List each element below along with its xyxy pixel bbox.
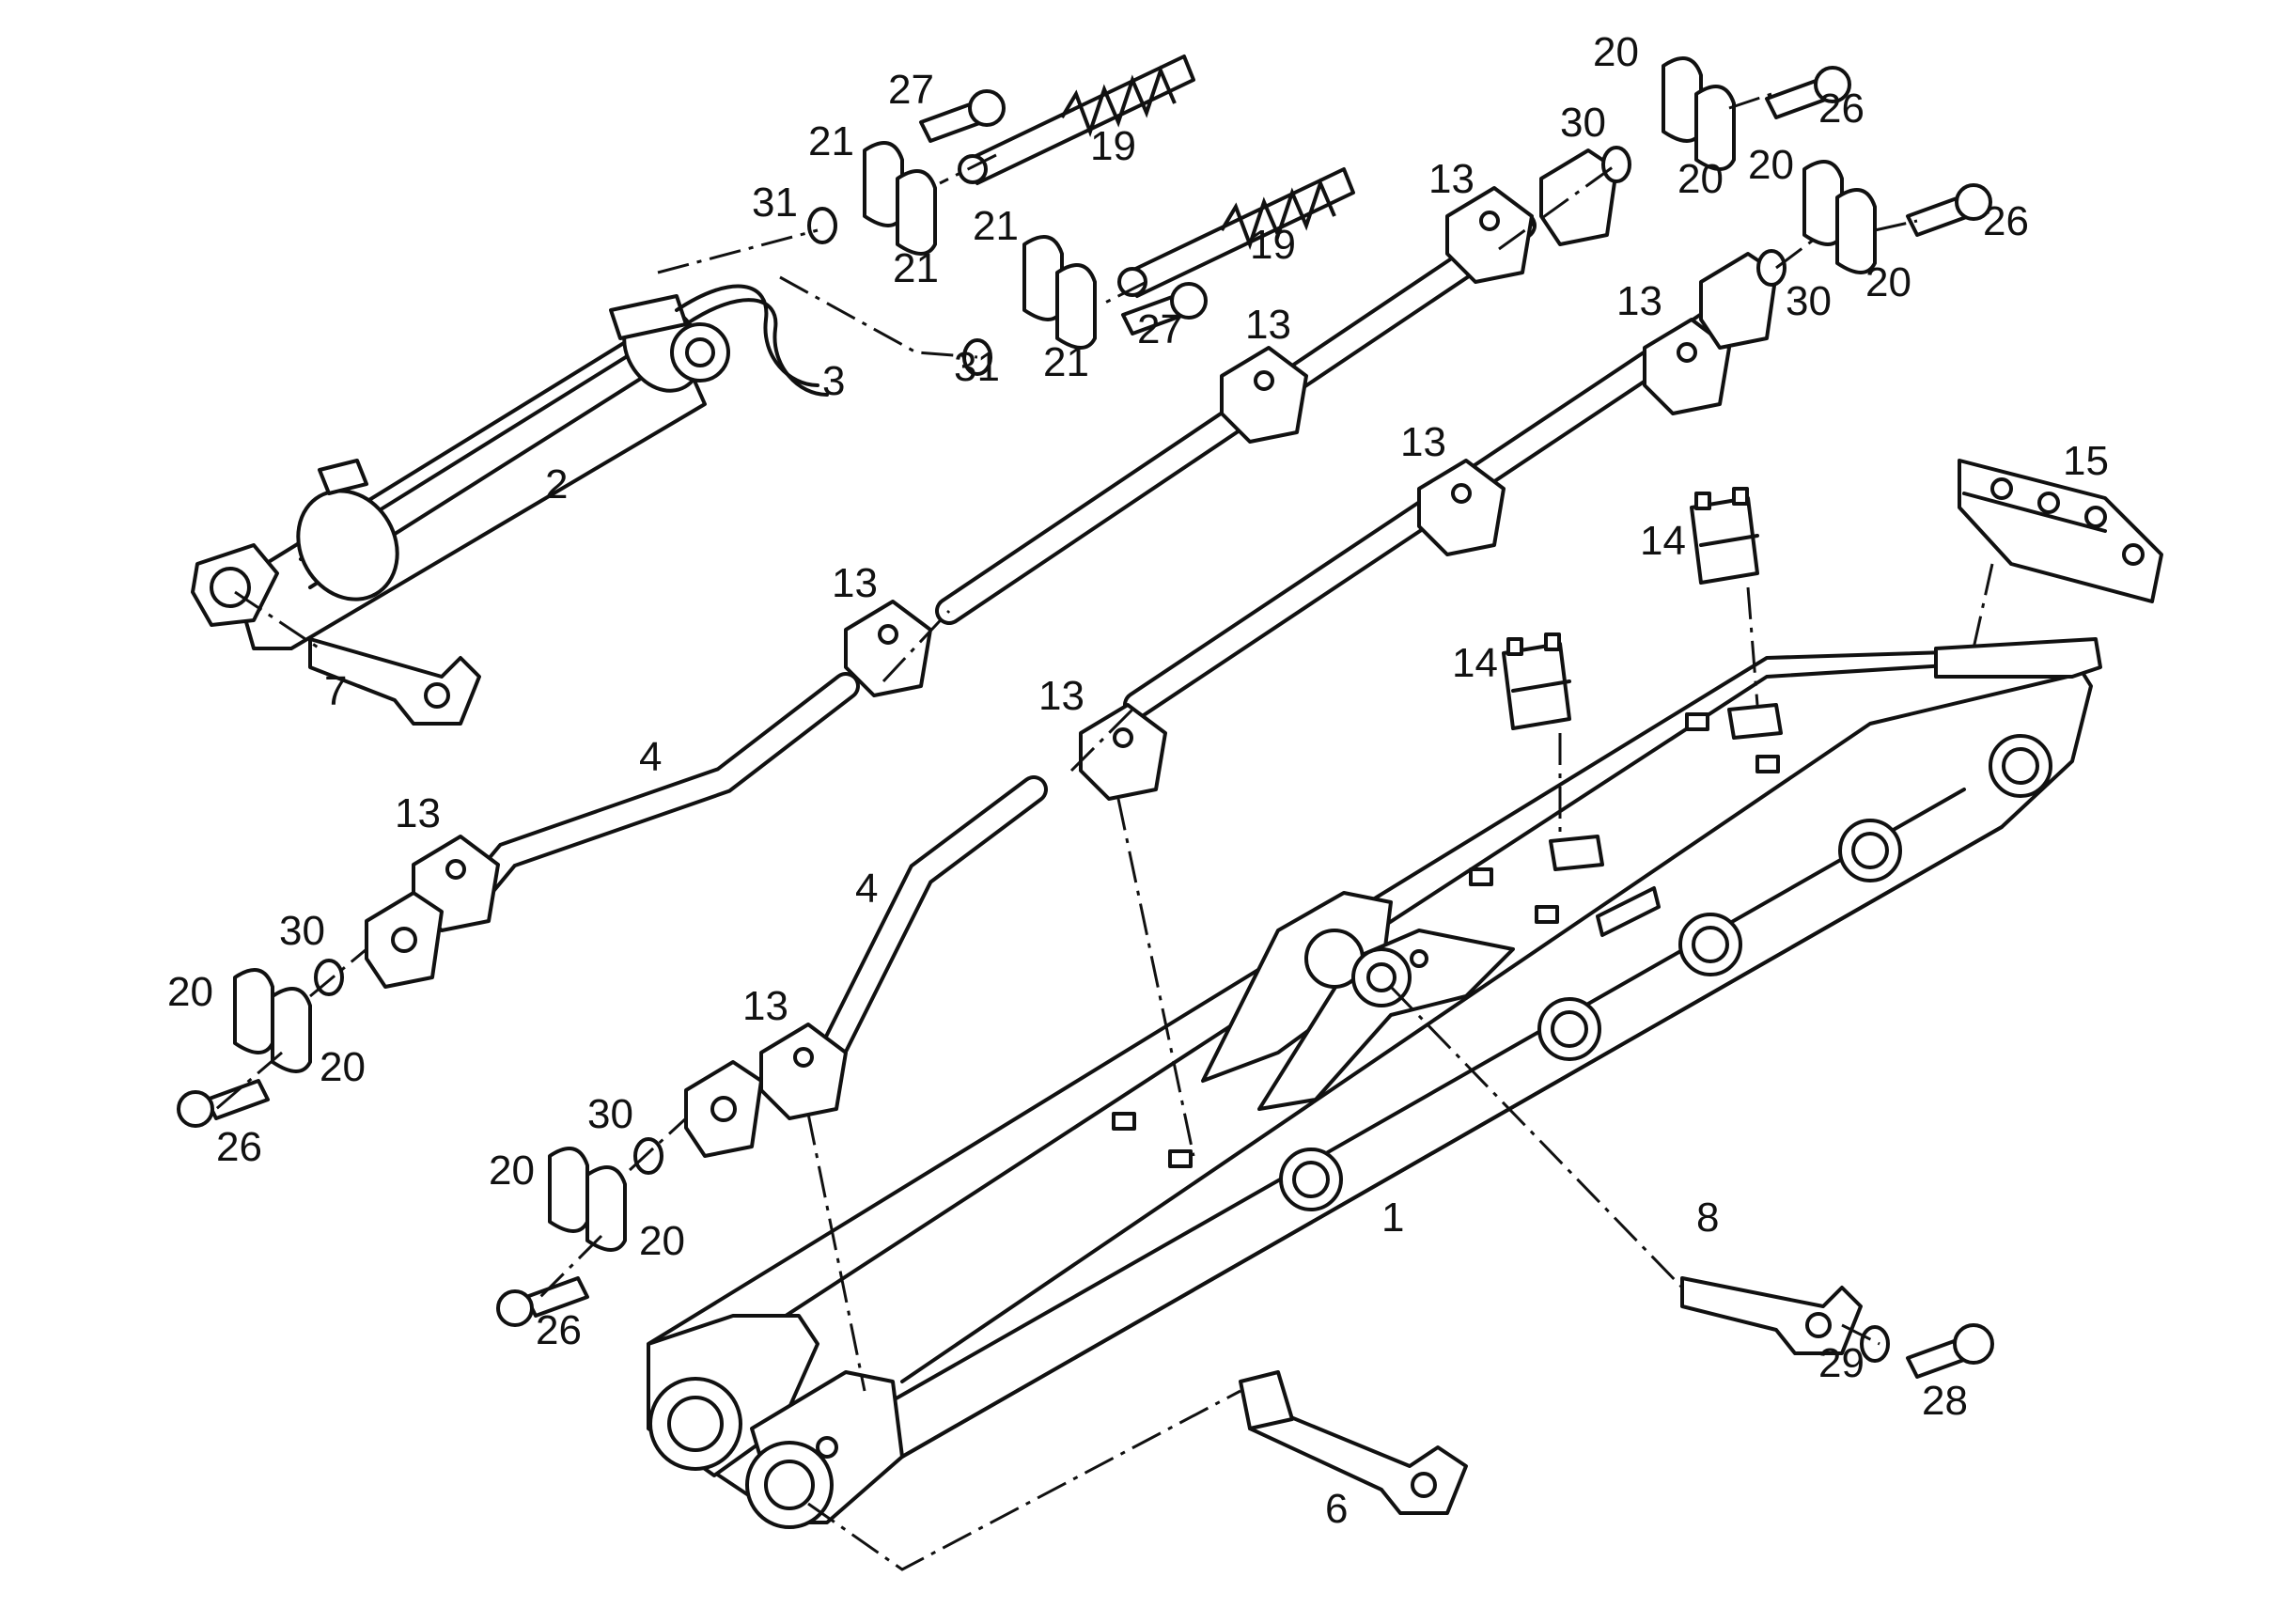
callout-31-b: 31	[954, 344, 1000, 390]
callout-13-h: 13	[742, 983, 788, 1029]
callout-20-d: 20	[1865, 259, 1911, 305]
callout-19-b: 19	[1250, 222, 1296, 268]
callout-30-d: 30	[587, 1091, 633, 1137]
callout-20-f: 20	[320, 1044, 366, 1090]
callout-27-a: 27	[888, 67, 934, 113]
callout-31-a: 31	[752, 180, 798, 226]
hydraulic-cylinder	[191, 294, 730, 650]
clamp-blocks	[1502, 459, 2163, 730]
callout-13-g: 13	[395, 790, 441, 836]
callout-30-b: 30	[1786, 278, 1832, 324]
flanges	[365, 148, 1778, 1158]
callout-13-a: 13	[1428, 156, 1474, 202]
callout-20-e: 20	[167, 969, 213, 1015]
callout-13-d: 13	[1400, 419, 1446, 465]
callout-26-c: 26	[216, 1124, 262, 1170]
callout-26-d: 26	[536, 1307, 582, 1353]
callout-26-b: 26	[1983, 198, 2029, 244]
callout-6: 6	[1325, 1486, 1348, 1532]
clamps-13	[412, 186, 1731, 1120]
callout-21-d: 21	[1043, 339, 1089, 385]
callout-20-h: 20	[639, 1218, 685, 1264]
callout-2: 2	[545, 461, 568, 508]
split-flange-halves	[233, 56, 1877, 1252]
callout-30-a: 30	[1560, 100, 1606, 146]
callout-28: 28	[1922, 1378, 1968, 1424]
callout-labels: 1 2 3 4 4 6 7 8 13 13 13 13 13 13 13 13 …	[167, 29, 2109, 1532]
bolts	[177, 66, 1994, 1379]
callout-19-a: 19	[1090, 123, 1136, 169]
callout-13-e: 13	[832, 560, 878, 606]
callout-4-lower: 4	[855, 866, 878, 912]
callout-21-a: 21	[808, 118, 854, 164]
callout-1: 1	[1381, 1195, 1404, 1241]
o-rings	[314, 146, 1890, 1363]
callout-8: 8	[1696, 1195, 1719, 1241]
callout-15: 15	[2063, 438, 2109, 484]
callout-13-f: 13	[1038, 673, 1084, 719]
callout-21-c: 21	[973, 203, 1019, 249]
callout-27-b: 27	[1137, 306, 1183, 352]
callout-14-a: 14	[1640, 518, 1686, 564]
callout-20-g: 20	[489, 1148, 535, 1194]
assembly-lines	[215, 92, 1994, 1571]
callout-4: 4	[639, 734, 662, 780]
callout-7: 7	[324, 668, 347, 714]
callout-30-c: 30	[279, 908, 325, 954]
callout-26-a: 26	[1818, 86, 1865, 132]
callout-13-b: 13	[1245, 302, 1291, 348]
callout-3: 3	[822, 358, 845, 404]
callout-20-b: 20	[1677, 156, 1724, 202]
hose-fittings-19	[958, 55, 1355, 298]
callout-20-a: 20	[1593, 29, 1639, 75]
callout-13-c: 13	[1616, 278, 1662, 324]
callout-29: 29	[1818, 1340, 1865, 1386]
callout-14-b: 14	[1452, 640, 1498, 686]
pins	[308, 637, 1863, 1515]
callout-20-c: 20	[1748, 142, 1794, 188]
callout-21-b: 21	[893, 245, 939, 291]
boom-arm	[647, 637, 2102, 1529]
